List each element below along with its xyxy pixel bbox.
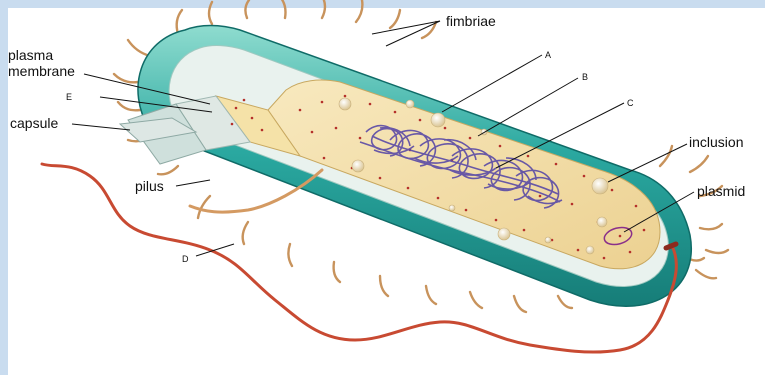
label-e: E (66, 92, 72, 102)
label-plasma-membrane-2: membrane (8, 63, 75, 79)
label-fimbriae: fimbriae (446, 13, 496, 29)
label-plasmid: plasmid (697, 183, 745, 199)
label-a: A (545, 50, 551, 60)
label-d: D (182, 254, 189, 264)
label-b: B (582, 72, 588, 82)
label-plasma-membrane-1: plasma (8, 47, 53, 63)
label-inclusion: inclusion (689, 134, 743, 150)
label-pilus: pilus (135, 178, 164, 194)
label-c: C (627, 98, 634, 108)
label-capsule: capsule (10, 115, 58, 131)
